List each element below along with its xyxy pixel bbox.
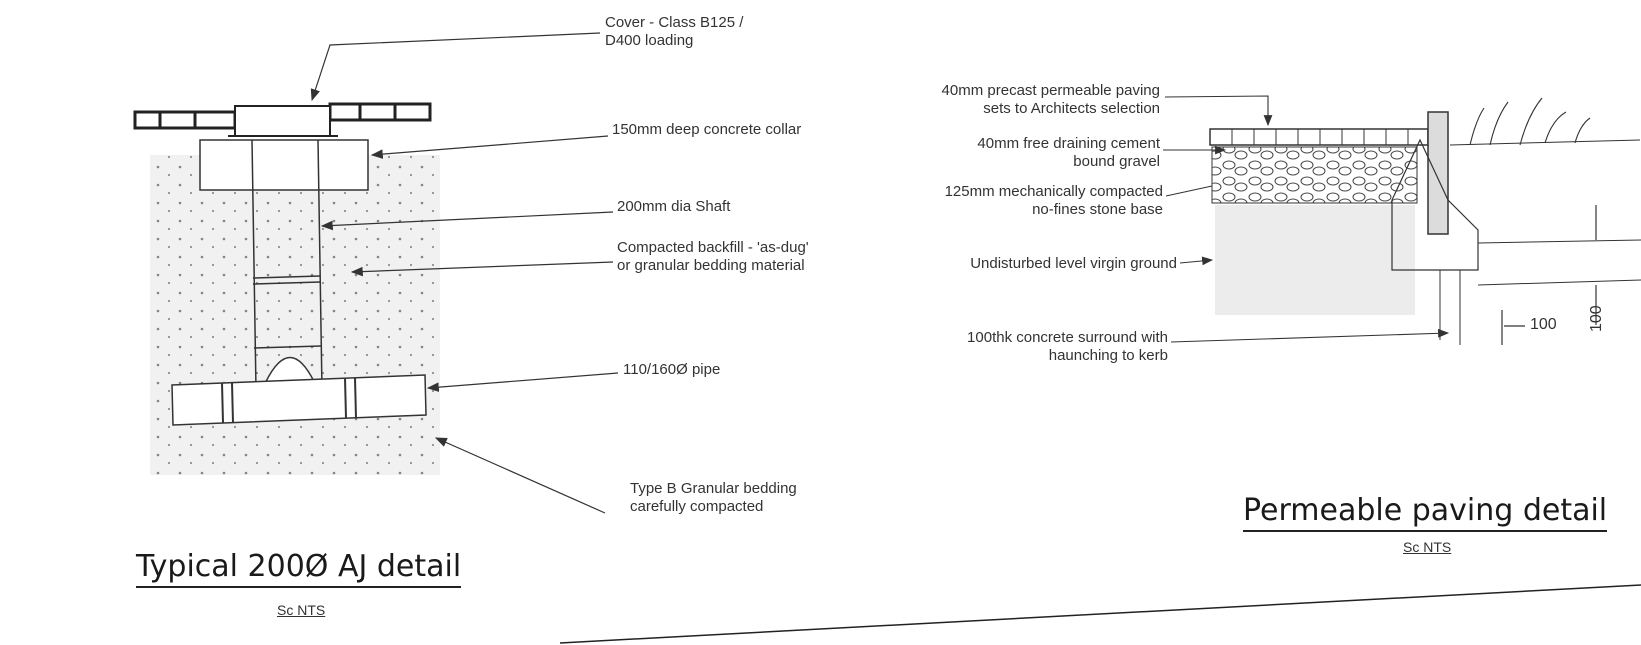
label-base-line2: no-fines stone base (1032, 201, 1163, 218)
paving-detail-drawing (1163, 95, 1641, 345)
paving-detail-title: Permeable paving detail (1243, 494, 1608, 532)
label-paving: 40mm precast permeable paving sets to Ar… (905, 82, 1160, 118)
label-surround-line2: haunching to kerb (1048, 347, 1168, 364)
label-cover-line2: D400 loading (605, 32, 694, 49)
aj-detail-scale: Sc NTS (277, 602, 326, 618)
sheet-border-line (559, 584, 1641, 644)
label-backfill: Compacted backfill - 'as-dug' or granula… (617, 239, 809, 275)
label-gravel: 40mm free draining cement bound gravel (905, 135, 1160, 171)
label-backfill-line2: or granular bedding material (617, 257, 805, 274)
label-gravel-line1: 40mm free draining cement (977, 135, 1160, 152)
label-surround: 100thk concrete surround with haunching … (905, 329, 1168, 365)
paving-detail-scale: Sc NTS (1403, 539, 1452, 555)
label-surround-line1: 100thk concrete surround with (967, 329, 1168, 346)
label-bedding-line1: Type B Granular bedding (630, 480, 797, 497)
dimension-vertical: 100 (1588, 305, 1605, 332)
aj-detail-title: Typical 200Ø AJ detail (136, 550, 462, 588)
label-ground: Undisturbed level virgin ground (970, 255, 1177, 272)
label-paving-line1: 40mm precast permeable paving (941, 82, 1160, 99)
label-bedding-line2: carefully compacted (630, 498, 764, 515)
dimension-horizontal: 100 (1530, 316, 1557, 333)
label-cover-line1: Cover - Class B125 / (605, 14, 744, 31)
label-collar: 150mm deep concrete collar (612, 121, 802, 138)
label-bedding: Type B Granular bedding carefully compac… (630, 480, 797, 516)
label-gravel-line2: bound gravel (1073, 153, 1160, 170)
label-paving-line2: sets to Architects selection (983, 100, 1160, 117)
label-base-line1: 125mm mechanically compacted (944, 183, 1163, 200)
label-cover: Cover - Class B125 / D400 loading (605, 14, 743, 50)
label-pipe: 110/160Ø pipe (623, 361, 721, 378)
label-shaft: 200mm dia Shaft (617, 198, 731, 215)
aj-detail-drawing (133, 32, 619, 514)
label-backfill-line1: Compacted backfill - 'as-dug' (617, 239, 809, 256)
label-base: 125mm mechanically compacted no-fines st… (880, 183, 1163, 219)
